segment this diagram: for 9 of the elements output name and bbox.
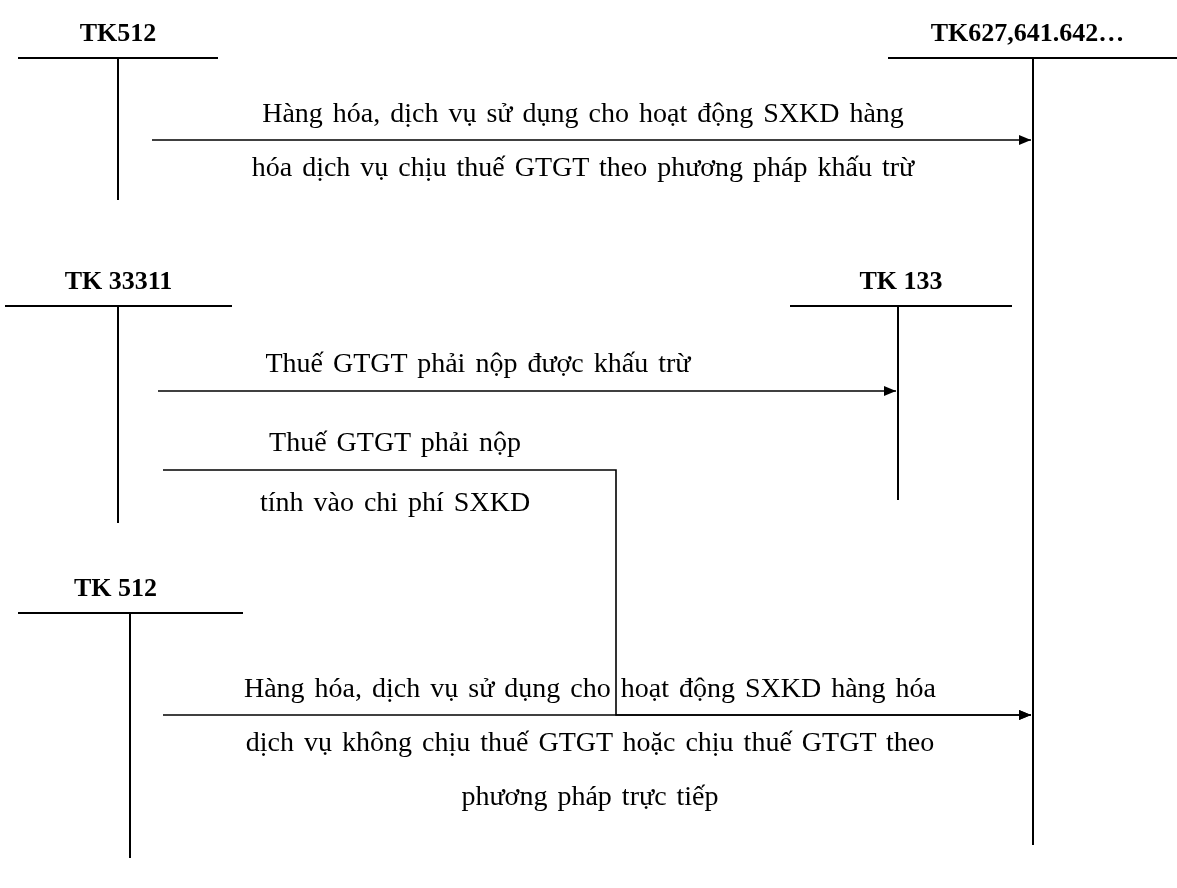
account-title: TK 33311 <box>63 264 174 297</box>
edge-label: Hàng hóa, dịch vụ sử dụng cho hoạt động SXKD hàng hóa dịch vụ chịu thuế GTGT theo phương pháp khấu trừ <box>250 96 916 184</box>
edge-label: Thuế GTGT phải nộp tính vào chi phí SXKD <box>258 425 532 519</box>
account-title: TK 512 <box>72 571 159 604</box>
edge-label: Hàng hóa, dịch vụ sử dụng cho hoạt động SXKD hàng hóa dịch vụ không chịu thuế GTGT hoặc chịu thuế GTGT theo phương pháp trực tiếp <box>242 671 938 813</box>
account-title: TK627,641.642… <box>929 16 1126 49</box>
edge-label: Thuế GTGT phải nộp được khấu trừ <box>264 346 692 380</box>
account-title: TK512 <box>78 16 158 49</box>
account-title: TK 133 <box>858 264 944 297</box>
